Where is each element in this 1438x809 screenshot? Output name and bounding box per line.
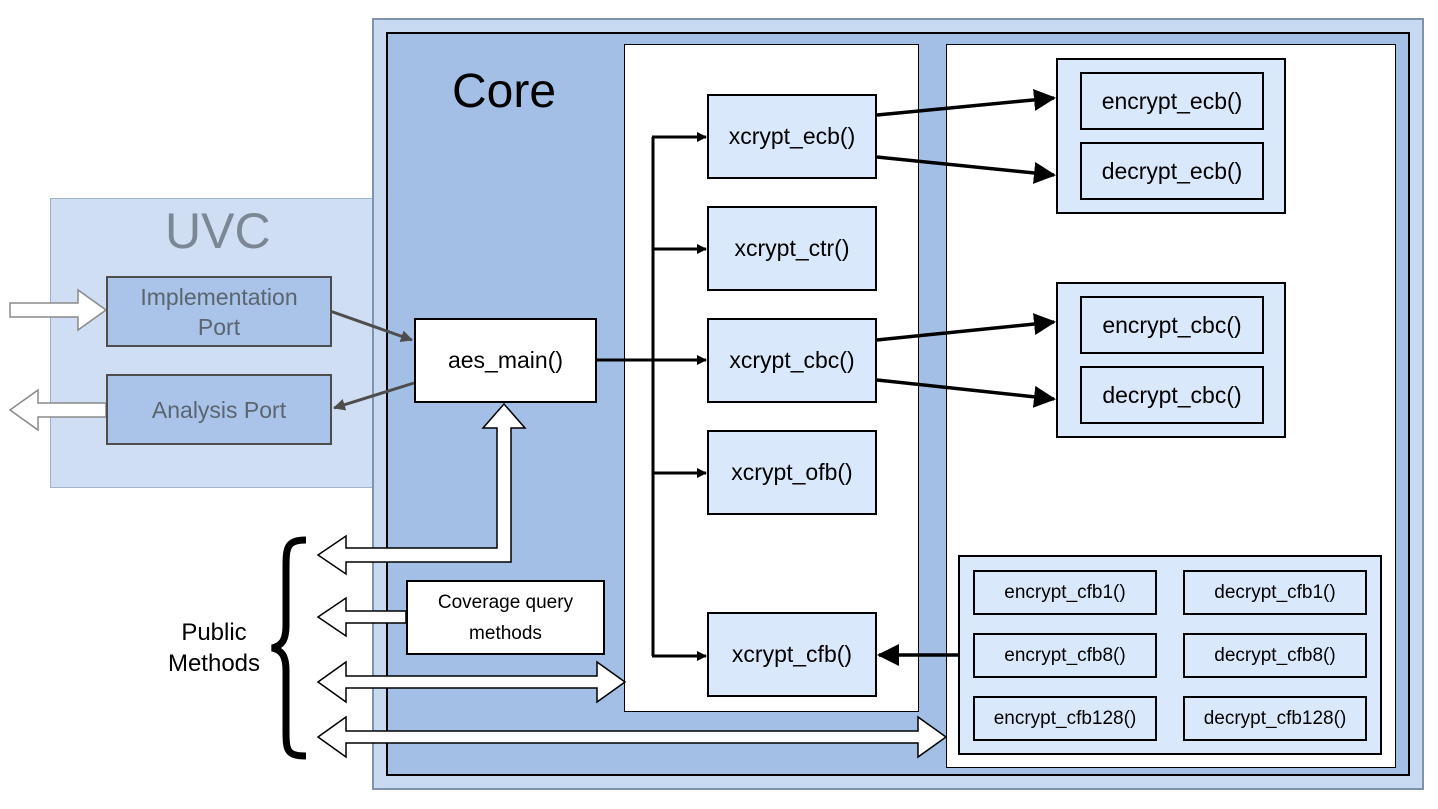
ecb-to-decrypt [876, 155, 1056, 184]
main-to-analysis-connector [333, 381, 415, 411]
encrypt-cfb128-label: encrypt_cfb128() [993, 707, 1137, 729]
decrypt-cfb8-box[interactable]: decrypt_cfb8() [1183, 633, 1367, 678]
encrypt-cbc-box[interactable]: encrypt_cbc() [1080, 296, 1264, 354]
encrypt-cfb128-box[interactable]: encrypt_cfb128() [973, 696, 1157, 741]
encrypt-cbc-label: encrypt_cbc() [1102, 311, 1242, 338]
xcrypt-cfb-box[interactable]: xcrypt_cfb() [707, 612, 877, 697]
public-arrow-xcrypt [316, 660, 627, 704]
decrypt-ecb-box[interactable]: decrypt_ecb() [1080, 142, 1264, 200]
core-title: Core [452, 65, 557, 118]
analysis-port[interactable]: Analysis Port [106, 374, 332, 445]
ecb-to-encrypt [876, 88, 1056, 117]
uvc-title: UVC [165, 203, 271, 259]
coverage-query-label: Coverage query methods [437, 591, 574, 644]
decrypt-cfb128-box[interactable]: decrypt_cfb128() [1183, 696, 1367, 741]
implementation-port-label: Implementation Port [140, 283, 298, 340]
encrypt-cfb8-label: encrypt_cfb8() [1004, 644, 1126, 666]
encrypt-ecb-box[interactable]: encrypt_ecb() [1080, 72, 1264, 130]
encrypt-cfb1-label: encrypt_cfb1() [1004, 581, 1126, 603]
coverage-query-box[interactable]: Coverage query methods [406, 580, 605, 655]
decrypt-ecb-label: decrypt_ecb() [1101, 157, 1243, 184]
xcrypt-cfb-label: xcrypt_cfb() [731, 641, 853, 667]
output-arrow [8, 388, 107, 432]
public-methods-brace [271, 536, 307, 760]
analysis-port-label: Analysis Port [151, 396, 287, 423]
decrypt-cfb128-label: decrypt_cfb128() [1203, 707, 1347, 729]
decrypt-cfb1-label: decrypt_cfb1() [1214, 581, 1336, 603]
encrypt-cfb8-box[interactable]: encrypt_cfb8() [973, 633, 1157, 678]
public-arrow-coverage [316, 596, 407, 638]
public-arrow-modes [316, 715, 948, 759]
xcrypt-ecb-box[interactable]: xcrypt_ecb() [707, 94, 877, 179]
aes-main-box[interactable]: aes_main() [414, 318, 597, 403]
public-arrow-main [316, 402, 527, 576]
xcrypt-cbc-box[interactable]: xcrypt_cbc() [707, 318, 877, 403]
xcrypt-ctr-box[interactable]: xcrypt_ctr() [707, 206, 877, 291]
xcrypt-ofb-box[interactable]: xcrypt_ofb() [707, 430, 877, 515]
decrypt-cfb8-label: decrypt_cfb8() [1214, 644, 1336, 666]
xcrypt-ofb-label: xcrypt_ofb() [731, 459, 853, 485]
aes-main-label: aes_main() [447, 347, 564, 373]
public-methods-label: Public Methods [167, 619, 261, 677]
implementation-port[interactable]: Implementation Port [106, 276, 332, 347]
decrypt-cfb1-box[interactable]: decrypt_cfb1() [1183, 570, 1367, 615]
cbc-to-decrypt [876, 378, 1056, 408]
xcrypt-ecb-label: xcrypt_ecb() [728, 123, 856, 149]
cbc-to-encrypt [876, 313, 1056, 342]
encrypt-ecb-label: encrypt_ecb() [1101, 87, 1243, 114]
decrypt-cbc-label: decrypt_cbc() [1102, 381, 1242, 408]
encrypt-cfb1-box[interactable]: encrypt_cfb1() [973, 570, 1157, 615]
input-arrow [9, 288, 108, 332]
impl-to-main-connector [329, 309, 413, 342]
xcrypt-cbc-label: xcrypt_cbc() [729, 347, 855, 373]
xcrypt-ctr-label: xcrypt_ctr() [734, 235, 850, 261]
decrypt-cbc-box[interactable]: decrypt_cbc() [1080, 366, 1264, 424]
